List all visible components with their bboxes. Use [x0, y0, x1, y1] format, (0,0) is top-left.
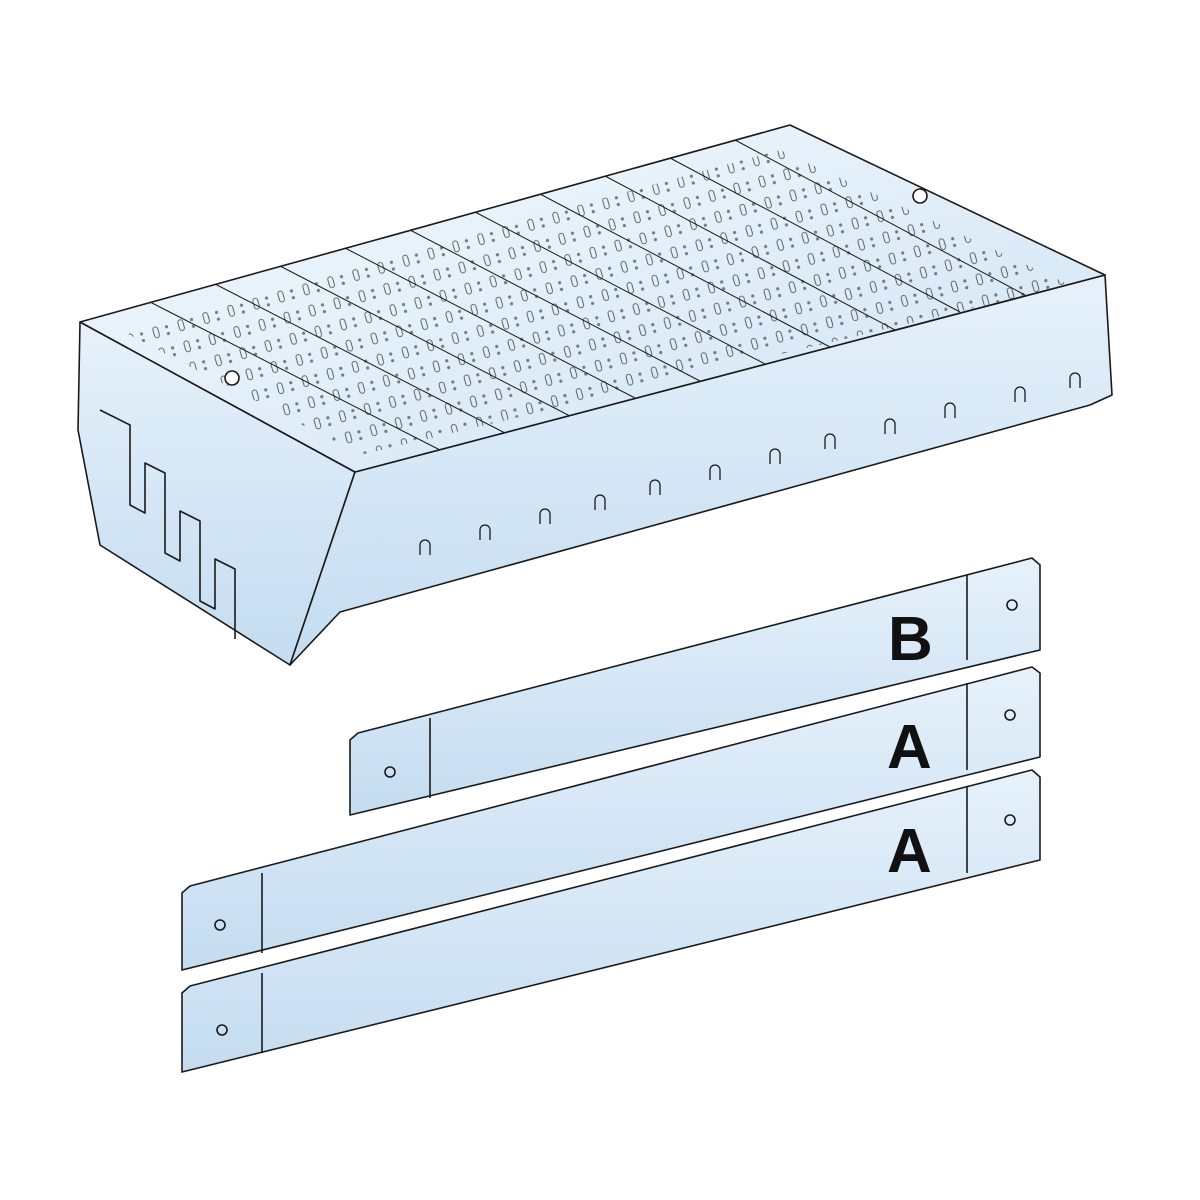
busbar-label: A [887, 817, 932, 886]
busbar-a-lower: A [181, 769, 1041, 1073]
busbar-label: A [887, 713, 932, 782]
side-cable-clips [99, 409, 236, 639]
lid-ribs [149, 139, 1026, 451]
busbar-a-upper: A [181, 666, 1041, 971]
busbar-label: B [888, 605, 933, 674]
busbar-b: B [349, 557, 1041, 816]
lid-screw-icon [224, 370, 240, 386]
lid-perforation [120, 150, 1070, 455]
front-notches [419, 372, 1081, 555]
lid-screw-icon [912, 188, 928, 204]
enclosure [77, 124, 1113, 666]
